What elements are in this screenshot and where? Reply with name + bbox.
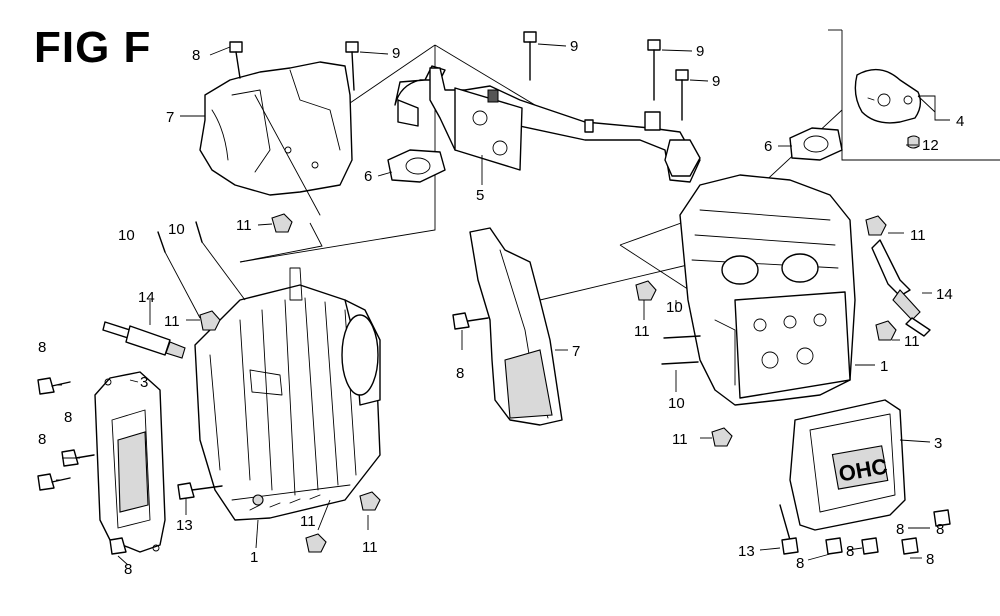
callout-9: 9 [570,38,578,55]
spark-plug-left-part [102,321,186,359]
callout-8: 8 [192,47,200,64]
gasket-left-part [387,149,446,183]
callout-10: 10 [118,227,135,244]
callout-5: 5 [476,187,484,204]
valve-cover-left-part [94,371,166,553]
callout-11: 11 [910,227,926,244]
callout-11: 11 [300,513,316,530]
gasket-right-part [789,127,843,161]
callout-13: 13 [738,543,755,560]
callout-8: 8 [456,365,464,382]
callout-8: 8 [796,555,804,572]
callout-1: 1 [250,549,258,566]
callout-8: 8 [64,409,72,426]
callout-7: 7 [572,343,580,360]
callout-8: 8 [124,561,132,578]
callout-10: 10 [666,299,683,316]
callout-8: 8 [38,339,46,356]
callout-8: 8 [926,551,934,568]
callout-4: 4 [956,113,964,130]
callout-10: 10 [668,395,685,412]
callout-6: 6 [364,168,372,185]
spark-plug-right-part [871,239,931,337]
callout-11: 11 [904,333,920,350]
valve-cover-right-part: OHC [789,399,906,531]
callout-12: 12 [922,137,939,154]
callout-8: 8 [936,521,944,538]
callout-8: 8 [38,431,46,448]
callout-9: 9 [696,43,704,60]
callout-11: 11 [634,323,650,340]
intake-manifold-part [394,65,701,183]
callout-8: 8 [846,543,854,560]
callout-10: 10 [168,221,185,238]
breather-cover-part [854,68,922,149]
callout-8: 8 [896,521,904,538]
callout-3: 3 [140,374,148,391]
inset-box-breather [828,29,1000,161]
callout-6: 6 [764,138,772,155]
callout-9: 9 [712,73,720,90]
head-shroud-right-part [469,227,563,426]
callout-11: 11 [236,217,252,234]
hardware-bolts [37,31,951,555]
callout-9: 9 [392,45,400,62]
callout-11: 11 [362,539,378,556]
cylinder-head-left-part [194,267,381,521]
cylinder-head-right-part [679,174,856,406]
callout-labels: 8 9 9 9 9 7 6 5 6 4 12 11 10 10 14 11 8 … [38,38,964,578]
callout-11: 11 [164,313,180,330]
callout-11: 11 [672,431,688,448]
callout-14: 14 [936,286,953,303]
callout-1: 1 [880,358,888,375]
callout-3: 3 [934,435,942,452]
callout-7: 7 [166,109,174,126]
callout-leaders [56,43,950,566]
callout-13: 13 [176,517,193,534]
head-shroud-left-part [199,61,353,216]
figure-title: FIG F [34,23,152,72]
callout-14: 14 [138,289,155,306]
